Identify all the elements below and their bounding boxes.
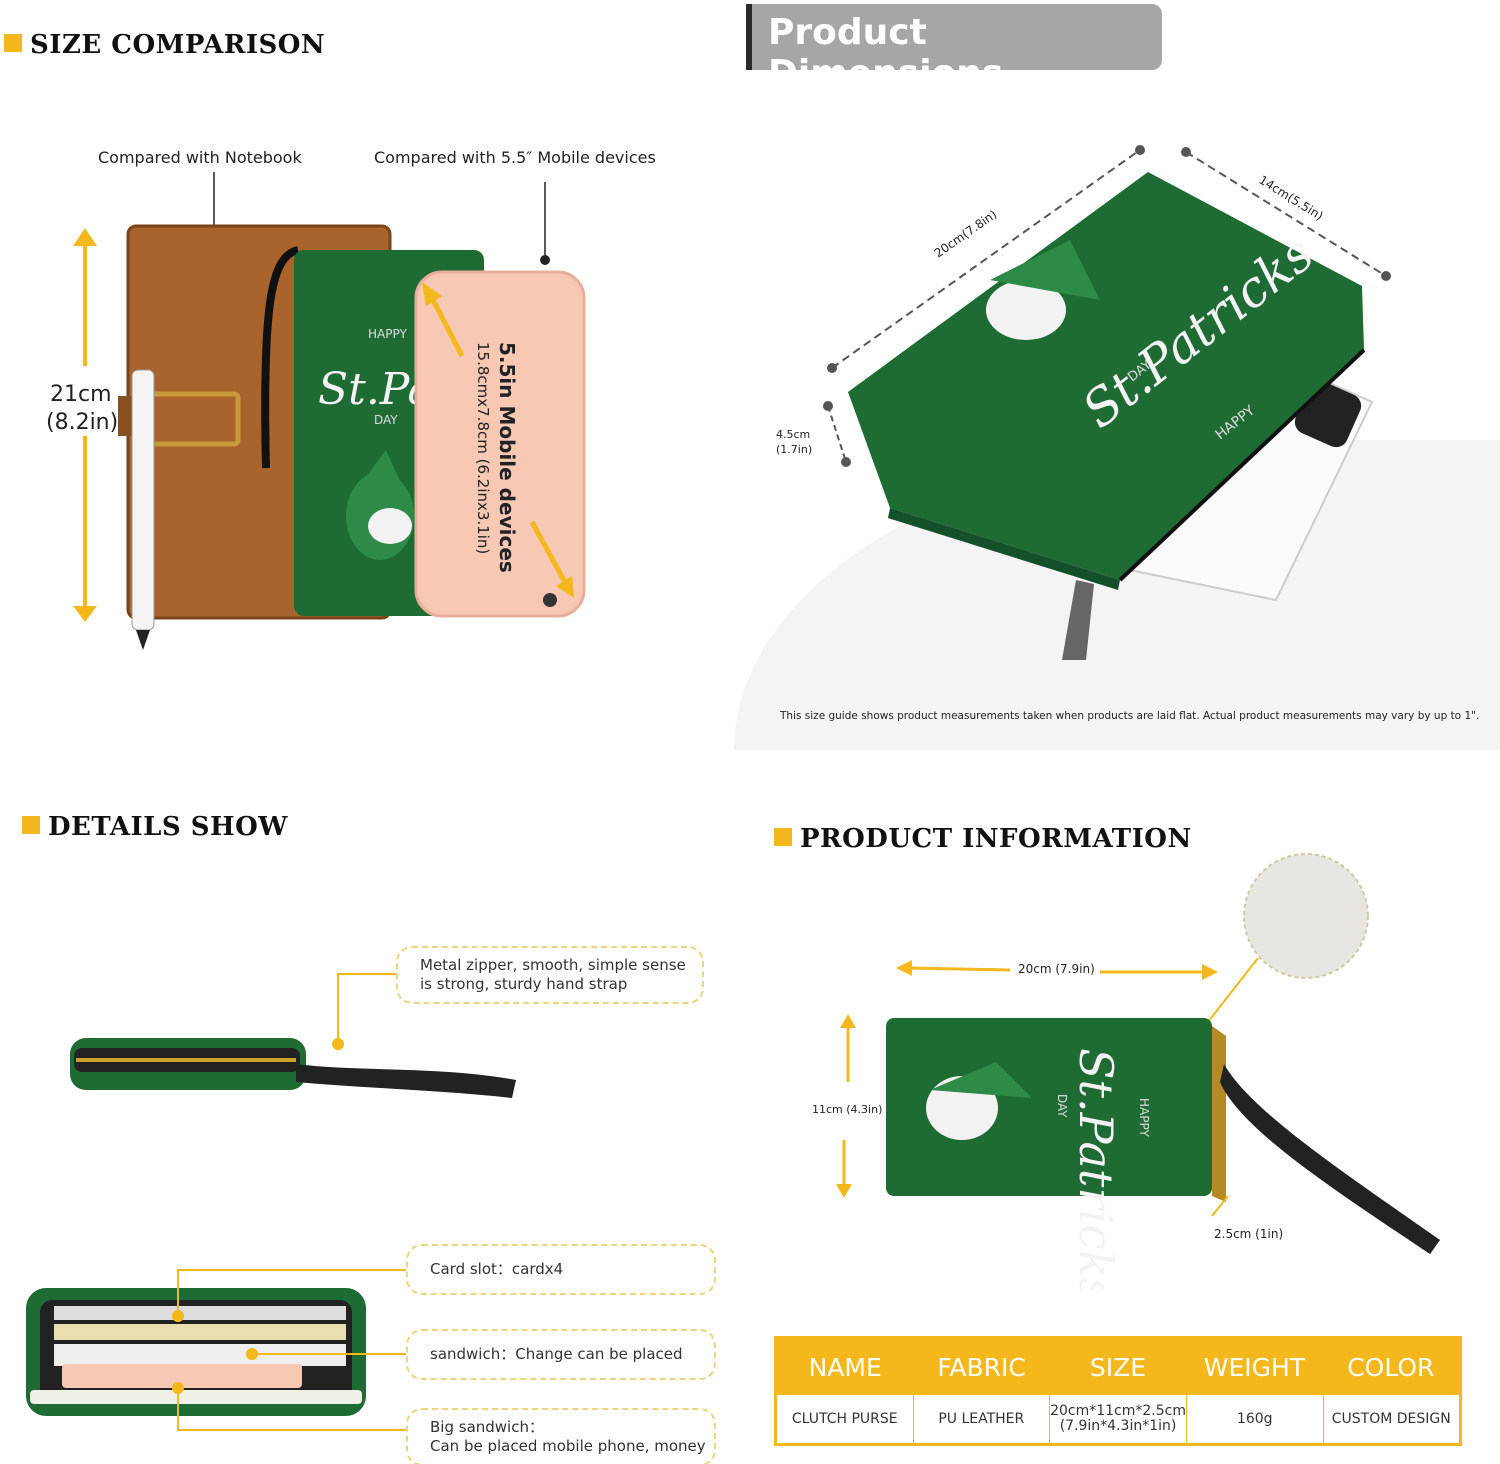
hand-strap bbox=[1220, 1064, 1440, 1254]
width-arrow-left bbox=[907, 966, 1011, 972]
arrow-left-icon bbox=[896, 960, 912, 976]
length-label: 20cm(7.8in) bbox=[932, 207, 1000, 260]
arrow-up-icon bbox=[422, 282, 442, 306]
fabric-swatch bbox=[1243, 853, 1369, 979]
purse-front bbox=[886, 1018, 1212, 1196]
wrist-strap bbox=[261, 246, 300, 469]
details-show-title: DETAILS SHOW bbox=[22, 812, 288, 842]
swatch-connector bbox=[1207, 957, 1259, 1023]
cell-fabric: PU LEATHER bbox=[914, 1395, 1051, 1443]
zipper-pull bbox=[1062, 580, 1094, 660]
purse-happy-text: HAPPY bbox=[368, 327, 407, 341]
pen bbox=[131, 369, 155, 631]
product-info-illustration: St.Patricks HAPPY DAY bbox=[836, 853, 1440, 1290]
cell-color: CUSTOM DESIGN bbox=[1331, 1410, 1451, 1427]
header-size: SIZE bbox=[1089, 1352, 1147, 1382]
table-row: CLUTCH PURSE PU LEATHER 20cm*11cm*2.5cm … bbox=[777, 1395, 1459, 1443]
phone-arrow-top bbox=[427, 292, 465, 358]
square-bullet-icon bbox=[4, 34, 22, 52]
gnome-figure bbox=[986, 280, 1066, 340]
cell-size: 20cm*11cm*2.5cm (7.9in*4.3in*1in) bbox=[1050, 1395, 1187, 1443]
height-cm-label: 21cm bbox=[50, 382, 112, 407]
arrow-down-icon bbox=[836, 1184, 852, 1198]
arrow-up-icon bbox=[73, 228, 97, 246]
header-fabric: FABRIC bbox=[937, 1352, 1026, 1382]
arrow-right-icon bbox=[1202, 964, 1218, 980]
phone-size-title: 5.5in Mobile devices bbox=[495, 342, 519, 573]
header-name: NAME bbox=[808, 1352, 882, 1382]
square-bullet-icon bbox=[22, 816, 40, 834]
depth-label: 2.5cm (1in) bbox=[1214, 1227, 1284, 1241]
size-comparison-illustration: HAPPY St.Pat DAY 5.5in Mobile devices 15… bbox=[73, 172, 586, 650]
header-weight: WEIGHT bbox=[1203, 1352, 1306, 1382]
purse-day-text: DAY bbox=[374, 413, 398, 427]
depth-dimension-line bbox=[827, 405, 847, 463]
width-dimension-line bbox=[1185, 151, 1387, 277]
purse-script-text: St.Patricks bbox=[1069, 1048, 1123, 1290]
mobile-label: Compared with 5.5″ Mobile devices bbox=[374, 148, 656, 167]
arrow-down-icon bbox=[73, 606, 97, 622]
callout-card-slot: Card slot：cardx4 bbox=[406, 1244, 716, 1295]
phone-arrow-bottom bbox=[529, 520, 569, 586]
phone-camera-icon bbox=[543, 593, 557, 607]
big-sandwich-connector bbox=[177, 1388, 406, 1431]
length-dimension-line bbox=[831, 149, 1141, 369]
purse-happy-text: HAPPY bbox=[1137, 1098, 1151, 1137]
hand-strap bbox=[296, 1064, 516, 1098]
cell-name: CLUTCH PURSE bbox=[777, 1395, 914, 1443]
product-dimensions-header: Product Dimensions bbox=[746, 4, 1162, 94]
zipper-connector bbox=[337, 973, 396, 1044]
product-info-table: NAME FABRIC SIZE WEIGHT COLOR CLUTCH PUR… bbox=[774, 1336, 1462, 1446]
depth-arrow bbox=[1211, 1195, 1229, 1217]
details-illustration bbox=[26, 973, 516, 1431]
height-in-label: (8.2in) bbox=[46, 410, 119, 435]
depth-in-label: (1.7in) bbox=[776, 443, 813, 456]
purse-body bbox=[848, 172, 1364, 580]
arrow-up-icon bbox=[840, 1014, 856, 1028]
card-connector bbox=[177, 1269, 406, 1316]
phone bbox=[414, 270, 586, 618]
size-guide-note: This size guide shows product measuremen… bbox=[780, 710, 1480, 722]
size-comparison-title: SIZE COMPARISON bbox=[4, 30, 325, 60]
depth-cm-label: 4.5cm bbox=[776, 428, 811, 441]
callout-big-sandwich: Big sandwich： Can be placed mobile phone… bbox=[406, 1408, 716, 1464]
arrow-down-icon bbox=[556, 576, 574, 598]
width-label: 20cm (7.9in) bbox=[1018, 962, 1095, 976]
callout-zipper: Metal zipper, smooth, simple sense is st… bbox=[396, 946, 704, 1004]
phone-size-detail: 15.8cmx7.8cm (6.2inx3.1in) bbox=[474, 342, 492, 554]
notebook-label: Compared with Notebook bbox=[98, 148, 302, 167]
callout-sandwich: sandwich：Change can be placed bbox=[406, 1329, 716, 1380]
width-label: 14cm(5.5in) bbox=[1256, 173, 1325, 224]
header-color: COLOR bbox=[1347, 1352, 1435, 1382]
square-bullet-icon bbox=[774, 828, 792, 846]
mobile-leader-dot bbox=[540, 255, 550, 265]
table-header-row: NAME FABRIC SIZE WEIGHT COLOR bbox=[777, 1339, 1459, 1395]
product-information-title: PRODUCT INFORMATION bbox=[774, 824, 1192, 854]
height-label: 11cm (4.3in) bbox=[812, 1103, 883, 1116]
dimensions-illustration: 20cm(7.8in) 14cm(5.5in) St.Patricks HAPP… bbox=[823, 145, 1391, 660]
purse-day-text: DAY bbox=[1055, 1094, 1069, 1118]
cell-weight: 160g bbox=[1187, 1395, 1324, 1443]
